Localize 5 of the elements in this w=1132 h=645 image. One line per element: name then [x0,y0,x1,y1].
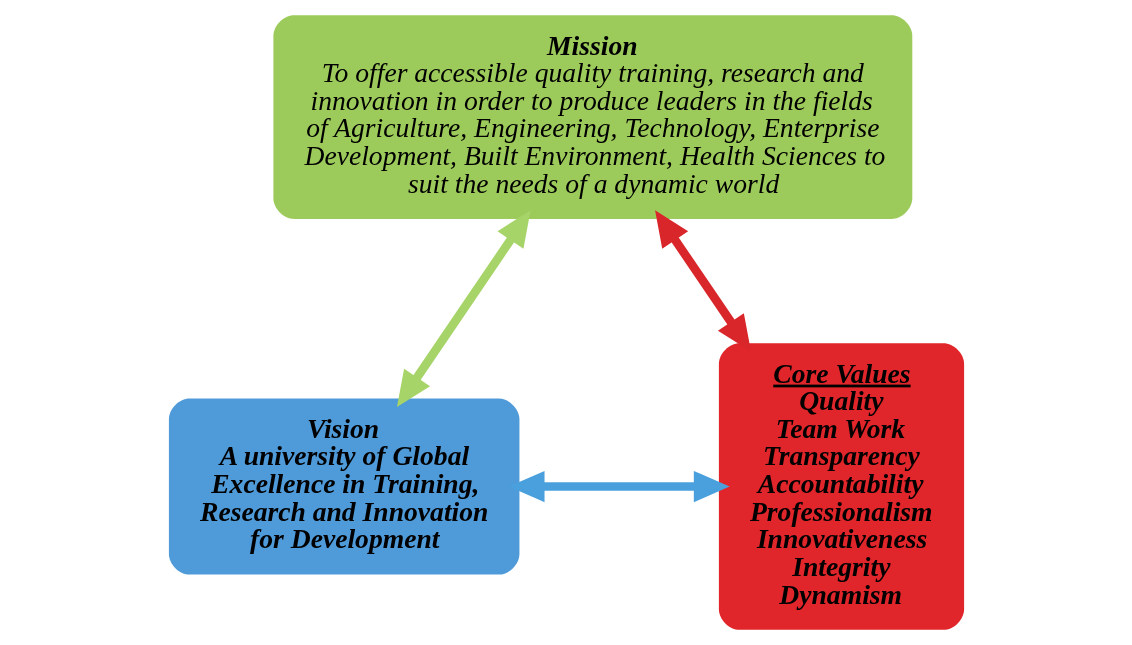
node-box: Core Values Quality Team Work Transparency Accountability Professionalism Innovativeness Integrity Dynamism [718,343,964,630]
node-box: Vision A university of Global Excellence in Training, Research and Innovation for Development [168,398,519,575]
arrow [396,210,531,408]
node-box: Mission To offer accessible quality training, research and innovation in order to produce leaders in the fields of Agriculture, Engineering, Technology, Enterprise Development, Built Environment, Health Sciences to suit the needs of a dynamic world [272,15,912,219]
arrow [654,210,751,352]
